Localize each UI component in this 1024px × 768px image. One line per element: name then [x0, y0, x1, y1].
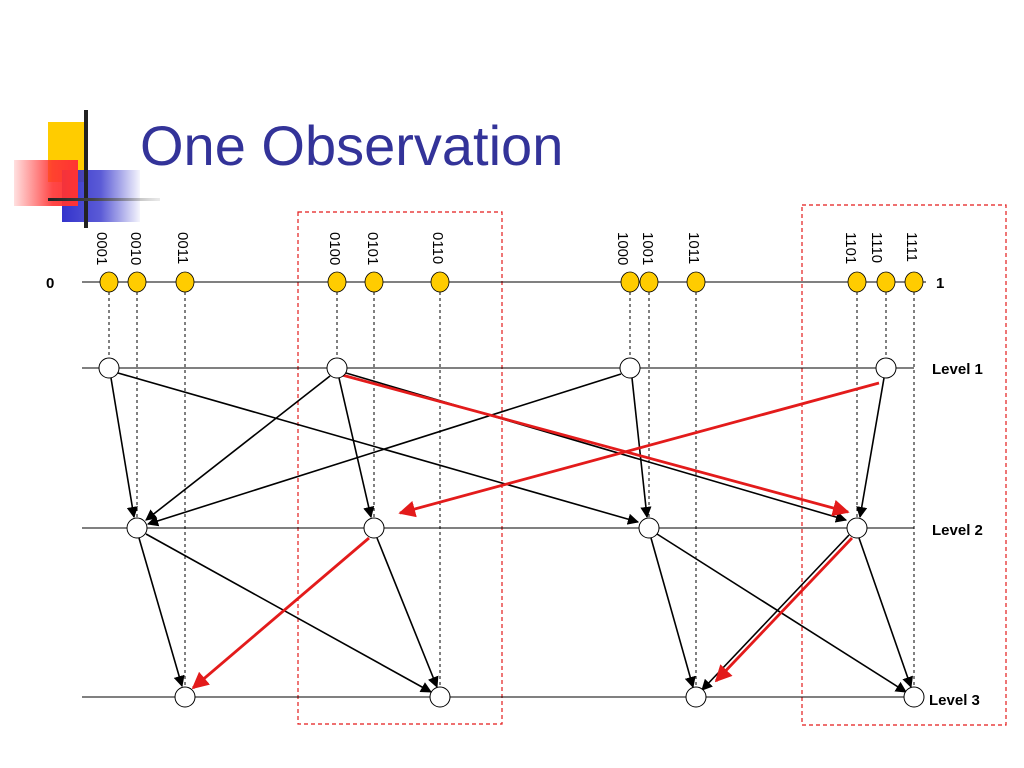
highlight-box-left [297, 211, 503, 725]
key-dots [99, 271, 924, 293]
key-dot [99, 271, 119, 293]
logo-vertical-line [84, 110, 88, 228]
edge-arrow [376, 537, 439, 689]
key-dot [686, 271, 706, 293]
black-arrows [110, 372, 913, 693]
key-label: 1000 [614, 232, 631, 265]
edge-arrow [117, 372, 640, 525]
edge-arrow [110, 377, 138, 519]
key-label: 0100 [326, 232, 343, 265]
axis-start-label: 0 [46, 275, 54, 292]
tree-nodes [98, 357, 925, 708]
level-2-label: Level 2 [932, 522, 983, 539]
tree-node [126, 517, 148, 539]
tree-node [174, 686, 196, 708]
highlight-edge-arrow [191, 536, 370, 690]
key-dot [430, 271, 450, 293]
red-arrows [191, 373, 880, 690]
key-label: 1101 [842, 232, 859, 264]
key-dot [127, 271, 147, 293]
edge-arrow [856, 377, 885, 519]
level-1-label: Level 1 [932, 361, 983, 378]
key-label: 0010 [127, 232, 144, 265]
key-dot [876, 271, 896, 293]
tree-node [685, 686, 707, 708]
tree-node [638, 517, 660, 539]
edge-arrow [650, 537, 696, 689]
key-label: 0101 [364, 232, 381, 265]
axis-end-label: 1 [936, 275, 944, 292]
key-dot [847, 271, 867, 293]
key-dot [620, 271, 640, 293]
tree-node [326, 357, 348, 379]
logo-horizontal-line [48, 198, 160, 201]
key-dot [364, 271, 384, 293]
edge-arrow [145, 375, 331, 521]
tree-node [875, 357, 897, 379]
edge-arrow [858, 537, 913, 689]
highlight-edge-arrow [714, 537, 854, 683]
key-label: 1011 [685, 232, 702, 264]
key-dot [639, 271, 659, 293]
tree-node [619, 357, 641, 379]
key-label: 1111 [903, 232, 920, 262]
tree-node [98, 357, 120, 379]
key-label: 0011 [174, 232, 191, 264]
tree-node [903, 686, 925, 708]
level-3-label: Level 3 [929, 692, 980, 709]
key-label: 1001 [639, 232, 656, 265]
highlight-edge-arrow [341, 373, 850, 517]
highlight-box-right [801, 204, 1007, 726]
edge-arrow [338, 377, 375, 519]
tree-node [429, 686, 451, 708]
key-dot [175, 271, 195, 293]
edge-arrow [146, 373, 622, 527]
key-label: 0001 [93, 232, 110, 265]
highlight-edge-arrow [398, 381, 880, 518]
key-dot [904, 271, 924, 293]
key-dot [327, 271, 347, 293]
key-label: 1110 [868, 232, 885, 263]
edge-arrow [701, 534, 850, 691]
logo-decoration [14, 110, 160, 228]
edge-arrow [145, 533, 432, 693]
tree-node [363, 517, 385, 539]
key-labels: 0001 0010 0011 0100 0101 0110 1000 1001 … [93, 232, 920, 265]
edge-arrow [138, 537, 185, 688]
key-label: 0110 [429, 232, 446, 264]
page-title: One Observation [140, 114, 564, 177]
tree-node [846, 517, 868, 539]
drop-lines [108, 292, 915, 687]
